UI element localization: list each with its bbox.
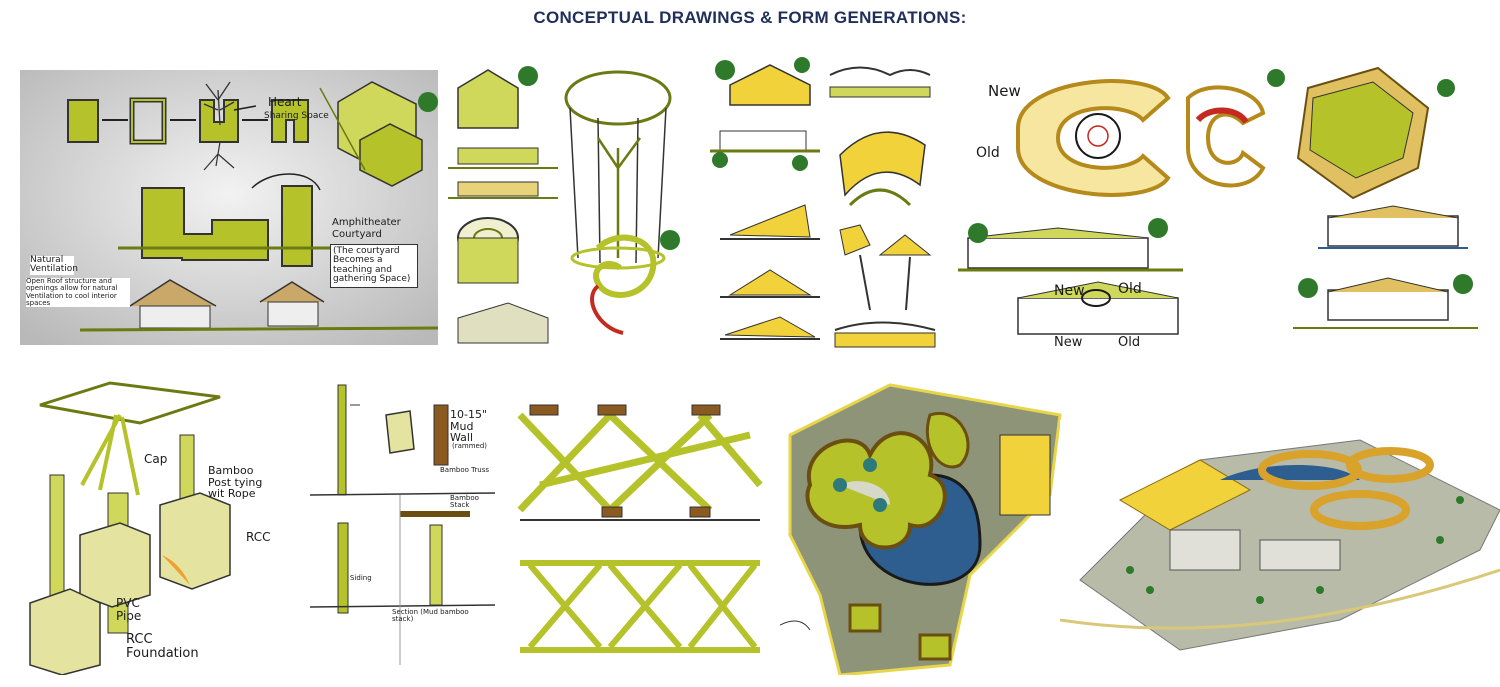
courtyard-note: (The courtyard Becomes a teaching and ga…	[330, 244, 418, 288]
old-label-2: Old	[1118, 281, 1142, 297]
amphitheater-label: Amphitheater	[332, 217, 401, 228]
truss-panel	[510, 375, 772, 665]
cap-label: Cap	[144, 452, 168, 466]
rcc-label: RCC	[246, 530, 271, 544]
old-label-3: Old	[1118, 335, 1141, 350]
new-old-panel: New Old New Old New Old	[958, 58, 1498, 353]
wall-height-label: 10-15" Mud Wall	[450, 408, 488, 445]
ventilation-title: Natural Ventilation	[30, 255, 78, 275]
new-label-1: New	[988, 82, 1021, 100]
ventilation-note: Open Roof structure and openings allow f…	[26, 277, 130, 308]
wall-sections-sketch	[309, 384, 496, 665]
roof-forms-panel	[710, 55, 942, 353]
new-label-2: New	[1054, 283, 1085, 299]
pavilion-sketches-panel	[448, 58, 688, 353]
bamboo-post-panel: Cap Bamboo Post tying wit Rope RCC PVC P…	[20, 375, 282, 675]
truss-sketch	[517, 404, 763, 653]
pvc-pipe-label: PVC Pipe	[116, 596, 142, 623]
bamboo-stack-label: Bamboo Stack	[450, 494, 479, 510]
siding-label: Siding	[350, 574, 372, 582]
heart-label: Heart	[268, 95, 302, 109]
section-label: Section (Mud bamboo stack)	[392, 608, 469, 624]
bamboo-post-sketch	[29, 381, 231, 675]
pavilion-sketches	[448, 66, 680, 344]
aerial-view-panel	[1060, 420, 1500, 655]
new-label-3: New	[1054, 335, 1083, 350]
wall-sections-panel: 10-15" Mud Wall (rammed) Bamboo Truss Ba…	[300, 375, 500, 675]
old-label-1: Old	[976, 145, 1000, 161]
courtyard-label: Courtyard	[332, 229, 382, 240]
roof-forms-sketches	[710, 57, 936, 348]
rammed-label: (rammed)	[452, 442, 488, 450]
site-plan-panel	[780, 375, 1080, 675]
rcc-foundation-label: RCC Foundation	[126, 632, 199, 661]
bamboo-truss-label: Bamboo Truss	[440, 466, 489, 474]
bamboo-post-label: Bamboo Post tying wit Rope	[208, 464, 263, 501]
sharing-space-label: Sharing Space	[264, 111, 329, 121]
concept-diagram-panel: Heart Sharing Space Amphitheater Courtya…	[20, 70, 438, 345]
site-plan-drawing	[780, 383, 1062, 675]
page-title: CONCEPTUAL DRAWINGS & FORM GENERATIONS:	[533, 8, 967, 27]
new-old-sketches	[958, 66, 1478, 335]
aerial-view-render	[1060, 439, 1500, 651]
